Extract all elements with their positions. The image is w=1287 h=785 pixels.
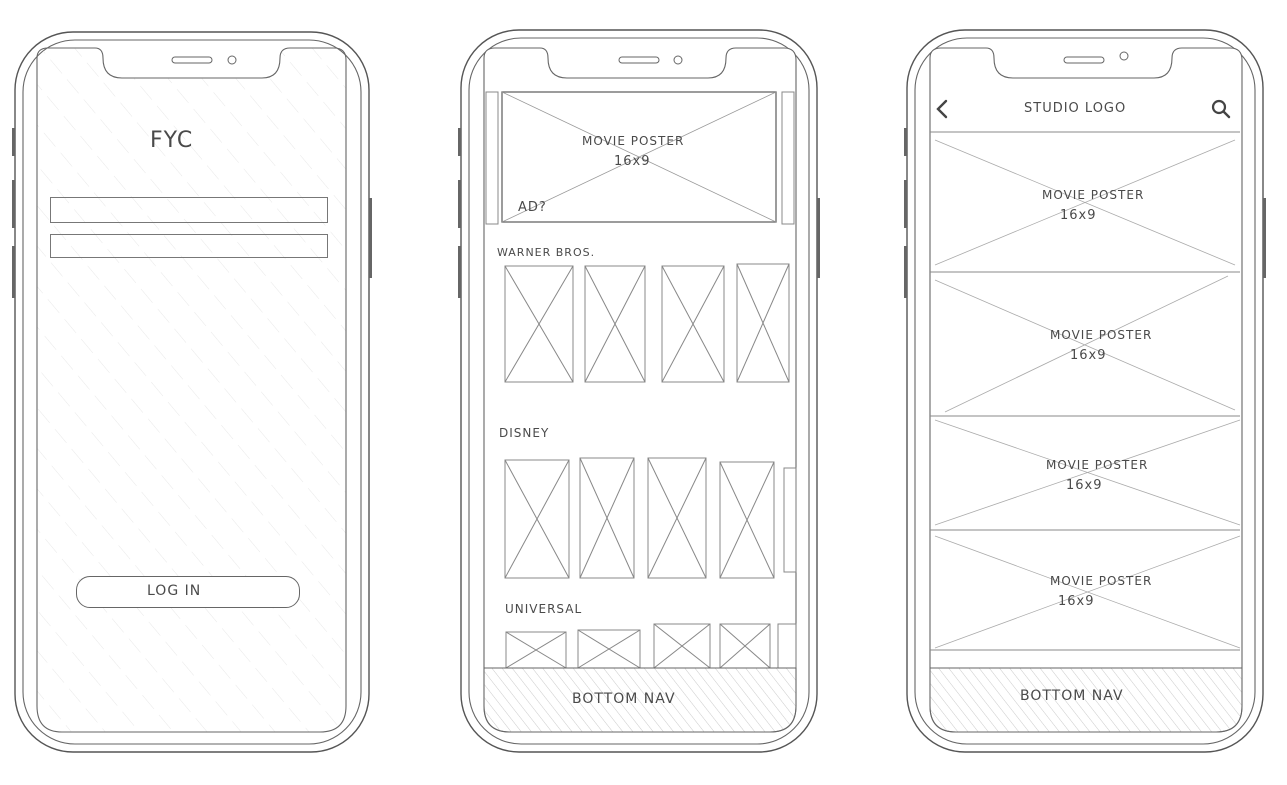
search-button[interactable] [1208,96,1234,122]
back-button[interactable] [932,96,954,122]
ad-label: AD? [518,200,547,215]
phone-studio [904,29,1266,753]
studio-poster-1-ratio: 16x9 [1060,208,1097,223]
section-label-warner: WARNER BROS. [497,246,596,259]
poster-row-universal[interactable] [500,622,796,668]
studio-poster-4-label: MOVIE POSTER [1050,574,1153,588]
studio-bottom-nav[interactable]: BOTTOM NAV [930,668,1242,732]
section-label-disney: DISNEY [499,426,550,440]
studio-bottom-nav-label: BOTTOM NAV [1020,688,1124,704]
studio-poster-3-label: MOVIE POSTER [1046,458,1149,472]
studio-poster-2-label: MOVIE POSTER [1050,328,1153,342]
phone-home [458,29,820,753]
search-icon [1211,99,1231,119]
login-button[interactable]: LOG IN [76,576,300,608]
password-field[interactable] [50,234,328,258]
hero-poster-ratio: 16x9 [614,154,651,169]
hero-poster-label: MOVIE POSTER [582,134,685,148]
studio-poster-3-ratio: 16x9 [1066,478,1103,493]
username-field[interactable] [50,197,328,223]
bottom-nav-label: BOTTOM NAV [572,691,676,707]
hero-poster[interactable]: MOVIE POSTER 16x9 AD? [502,92,776,222]
studio-poster-2-ratio: 16x9 [1070,348,1107,363]
phone-login [12,31,372,753]
poster-row-disney[interactable] [500,456,796,580]
studio-poster-2[interactable]: MOVIE POSTER 16x9 [930,274,1242,414]
studio-poster-3[interactable]: MOVIE POSTER 16x9 [930,418,1242,528]
studio-poster-1-label: MOVIE POSTER [1042,188,1145,202]
section-label-universal: UNIVERSAL [505,602,583,616]
bottom-nav[interactable]: BOTTOM NAV [484,668,796,732]
studio-poster-1[interactable]: MOVIE POSTER 16x9 [930,134,1242,270]
poster-row-warner[interactable] [500,262,796,384]
app-title: FYC [150,128,194,153]
chevron-left-icon [936,99,948,119]
studio-poster-4-ratio: 16x9 [1058,594,1095,609]
studio-logo-title: STUDIO LOGO [1024,101,1127,116]
login-button-label: LOG IN [147,583,202,599]
studio-poster-4[interactable]: MOVIE POSTER 16x9 [930,532,1242,648]
